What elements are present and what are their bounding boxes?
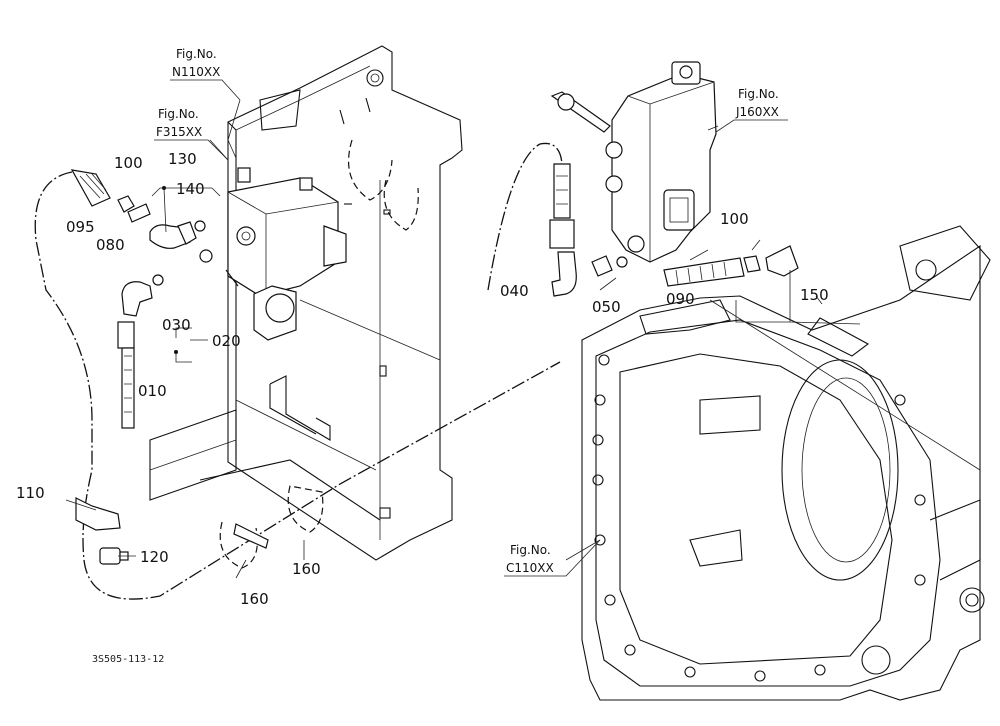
hydraulic-valve-assembly bbox=[550, 61, 719, 263]
figure-ref-line2: C110XX bbox=[506, 561, 554, 575]
figure-ref-line1: Fig.No. bbox=[510, 543, 551, 557]
part-label-160-right: 160 bbox=[292, 560, 321, 578]
part-label-140: 140 bbox=[176, 180, 205, 198]
figure-ref-c110xx: Fig.No. C110XX bbox=[504, 539, 601, 577]
transmission-case bbox=[565, 225, 991, 701]
drawing-code: 3S505-113-12 bbox=[92, 654, 164, 665]
part-label-090: 090 bbox=[666, 290, 695, 308]
figure-ref-line2: F315XX bbox=[156, 125, 202, 139]
part-label-030: 030 bbox=[162, 316, 191, 334]
figure-ref-line1: Fig.No. bbox=[176, 47, 217, 61]
part-labels: 100 130 140 095 080 030 020 010 110 120 … bbox=[16, 150, 829, 608]
right-hose-assembly bbox=[487, 142, 861, 325]
part-label-100-left: 100 bbox=[114, 154, 143, 172]
figure-ref-f315xx: Fig.No. F315XX bbox=[154, 107, 229, 161]
figure-ref-j160xx: Fig.No. J160XX bbox=[715, 87, 788, 133]
part-label-040: 040 bbox=[500, 282, 529, 300]
part-label-095: 095 bbox=[66, 218, 95, 236]
figure-ref-line2: J160XX bbox=[735, 105, 779, 119]
part-label-010: 010 bbox=[138, 382, 167, 400]
figure-ref-line1: Fig.No. bbox=[158, 107, 199, 121]
figure-ref-line1: Fig.No. bbox=[738, 87, 779, 101]
mounting-bracket-plate bbox=[149, 45, 463, 561]
part-label-050: 050 bbox=[592, 298, 621, 316]
part-label-160-left: 160 bbox=[240, 590, 269, 608]
part-label-150: 150 bbox=[800, 286, 829, 304]
part-label-020: 020 bbox=[212, 332, 241, 350]
part-label-130: 130 bbox=[168, 150, 197, 168]
part-label-080: 080 bbox=[96, 236, 125, 254]
left-hose-assembly bbox=[34, 99, 561, 600]
part-label-120: 120 bbox=[140, 548, 169, 566]
figure-ref-n110xx: Fig.No. N110XX bbox=[170, 47, 241, 101]
part-label-100-right: 100 bbox=[720, 210, 749, 228]
part-label-110: 110 bbox=[16, 484, 45, 502]
figure-ref-line2: N110XX bbox=[172, 65, 220, 79]
control-valve-block bbox=[199, 167, 352, 341]
